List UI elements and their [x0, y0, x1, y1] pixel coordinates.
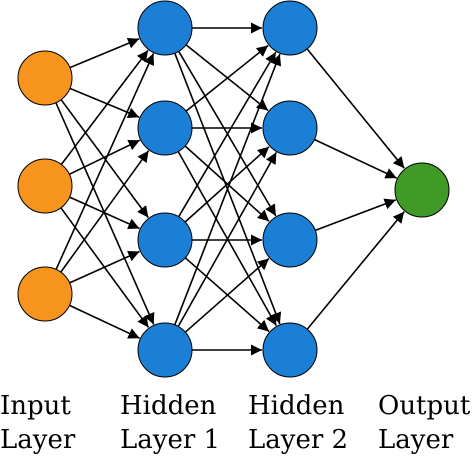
output-layer-label: Output Layer — [378, 389, 470, 457]
input-layer-label-line-2: Layer — [0, 425, 76, 455]
connection-edges — [55, 22, 405, 356]
edge-hidden1-3-to-hidden2-1 — [178, 51, 277, 218]
edge-hidden2-3-to-output-1 — [314, 198, 397, 232]
edge-hidden2-1-to-output-1 — [306, 48, 405, 169]
edge-input-2-to-hidden1-1 — [60, 49, 149, 165]
hidden2-node-3 — [262, 212, 318, 268]
input-node-1 — [17, 50, 73, 106]
hidden-layer-1-label: Hidden Layer 1 — [120, 389, 220, 457]
input-node-3 — [17, 266, 73, 322]
edge-input-1-to-hidden1-3 — [60, 99, 149, 218]
edge-input-3-to-hidden1-4 — [69, 304, 140, 339]
input-layer-label-line-1: Input — [0, 391, 71, 421]
hidden-layer-1-label-line-2: Layer 1 — [120, 425, 221, 455]
output-layer-label-line-2: Layer — [378, 425, 454, 455]
hidden-layer-2-label-line-2: Layer 2 — [248, 425, 349, 455]
hidden1-node-1 — [137, 0, 193, 56]
edge-input-3-to-hidden1-2 — [60, 150, 150, 273]
edge-input-1-to-hidden1-1 — [69, 37, 140, 69]
output-layer-label-line-1: Output — [378, 391, 471, 421]
edge-input-3-to-hidden1-3 — [69, 250, 140, 284]
edge-hidden2-2-to-output-1 — [314, 138, 398, 179]
hidden-layer-1-label-line-1: Hidden — [120, 391, 217, 421]
edge-input-1-to-hidden1-2 — [69, 87, 140, 119]
hidden1-node-4 — [137, 322, 193, 378]
edge-input-2-to-hidden1-2 — [68, 139, 141, 176]
hidden1-node-3 — [137, 212, 193, 268]
edge-hidden1-3-to-hidden2-2 — [184, 146, 270, 223]
hidden2-node-2 — [262, 100, 318, 156]
network-nodes — [17, 0, 450, 378]
hidden1-node-2 — [137, 100, 193, 156]
edge-hidden1-4-to-hidden2-1 — [174, 53, 282, 326]
hidden-layer-2-label: Hidden Layer 2 — [248, 389, 348, 457]
hidden2-node-1 — [262, 0, 318, 56]
edge-hidden2-4-to-output-1 — [306, 211, 405, 330]
input-layer-label: Input Layer — [0, 389, 75, 457]
hidden2-node-4 — [262, 322, 318, 378]
input-node-2 — [17, 158, 73, 214]
hidden-layer-2-label-line-1: Hidden — [248, 391, 345, 421]
output-node-1 — [394, 162, 450, 218]
edge-hidden1-4-to-hidden2-2 — [177, 152, 277, 327]
edge-input-3-to-hidden1-1 — [55, 53, 155, 270]
edge-hidden1-4-to-hidden2-3 — [184, 257, 270, 333]
edge-hidden1-2-to-hidden2-1 — [185, 44, 269, 112]
